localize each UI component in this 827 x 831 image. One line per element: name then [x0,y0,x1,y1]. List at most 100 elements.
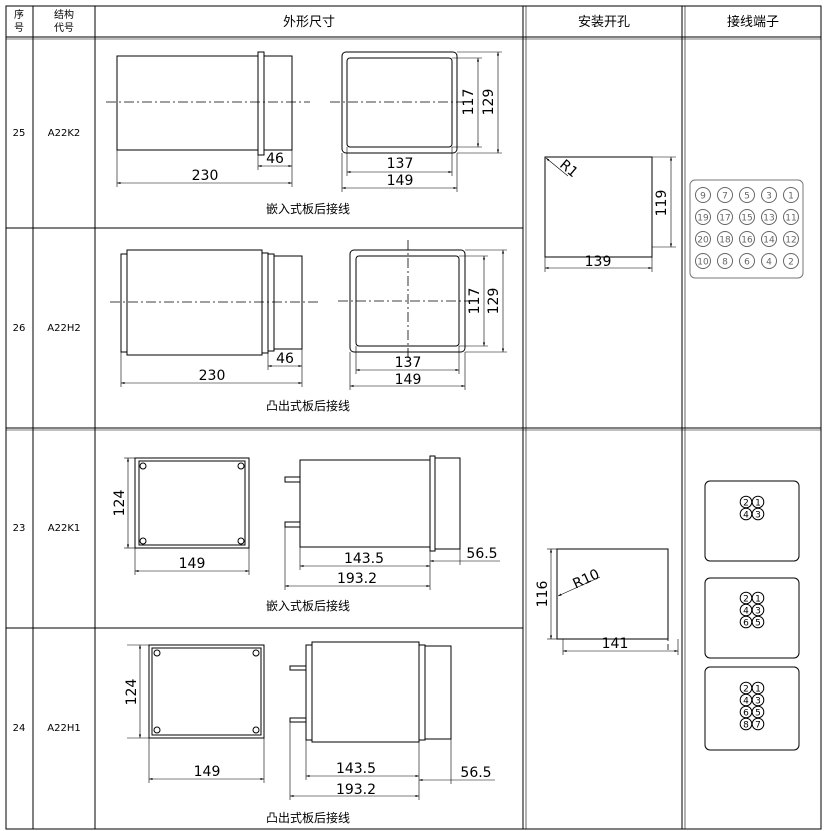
terminal-number: 4 [743,511,749,521]
row-code: A22K2 [48,128,81,139]
terminal-number: 2 [743,595,749,605]
dim-rear: 56.5 [460,765,491,781]
dim-inner-width: 137 [387,156,414,172]
terminal-number: 19 [697,214,709,224]
terminal-number: 3 [766,192,772,202]
terminal-block-small-a [704,480,800,562]
terminal-number: 1 [755,685,761,695]
terminal-number: 16 [741,236,753,246]
terminal-number: 12 [785,236,796,246]
terminal-number: 5 [744,192,750,202]
terminal-circle [739,253,755,269]
terminal-circle [695,187,711,203]
terminal-circle [783,209,799,225]
dim-inner-height: 117 [467,288,483,315]
terminal-number: 6 [743,619,749,629]
terminal-number: 6 [743,709,749,719]
cutout-height: 119 [654,190,670,217]
dim-width: 149 [179,556,206,572]
cutout-width: 139 [585,254,612,270]
caption-mounting-type: 嵌入式板后接线 [266,201,350,216]
terminal-block-small-b [704,577,800,659]
dim-height: 124 [112,490,128,517]
terminal-number: 7 [755,721,761,731]
cutout-labels-1: R1 119 139 [556,157,670,270]
dim-inner-width: 137 [395,355,422,371]
terminal-circle [695,253,711,269]
terminal-number: 1 [755,499,761,509]
terminal-number: 13 [763,214,774,224]
terminal-circle [783,231,799,247]
terminal-number: 20 [697,236,709,246]
header-seq-line1: 序 [14,8,24,21]
row-labels: 25 A22K2 26 A22H2 23 A22K1 24 A22H1 [13,128,81,734]
header-outline: 外形尺寸 [283,15,335,30]
dim-total-length: 193.2 [336,782,376,798]
terminal-number: 8 [722,258,728,268]
terminal-circle [751,717,765,731]
dimension-labels-a22h1: 124 149 143.5 193.2 56.5 凸出式板后接线 [124,679,492,825]
header-cutout: 安装开孔 [578,15,630,30]
header-seq-line2: 号 [14,22,24,34]
dimension-labels-a22k1: 124 149 143.5 193.2 56.5 嵌入式板后接线 [112,490,498,613]
terminal-circle [751,507,765,521]
terminal-number: 4 [766,258,772,268]
dim-width: 149 [194,764,221,780]
terminal-number: 4 [743,697,749,707]
outline-drawing-a22k1 [124,455,500,590]
terminal-circle [783,253,799,269]
header-terminals: 接线端子 [727,14,779,30]
table-grid [5,5,822,830]
header-code-line2: 代号 [54,22,74,34]
outline-drawing-a22h1 [127,641,495,800]
terminal-circle [717,209,733,225]
caption-mounting-type: 嵌入式板后接线 [266,598,350,613]
terminal-circle [739,187,755,203]
terminal-number: 8 [743,721,749,731]
dim-total-length: 230 [199,368,226,384]
dim-total-length: 193.2 [337,571,377,587]
terminal-circle [751,615,765,629]
terminal-number: 2 [743,499,749,509]
terminal-number: 5 [755,619,761,629]
terminal-number: 15 [741,214,752,224]
cutout-height: 116 [535,581,551,608]
dim-body-length: 143.5 [344,551,384,567]
table-header: 序 号 结构 代号 外形尺寸 安装开孔 接线端子 [14,8,779,34]
row-code: A22H1 [47,723,80,734]
terminal-circle [761,231,777,247]
row-seq: 23 [13,523,26,534]
dim-body-length: 143.5 [336,761,376,777]
cutout-drawing-2 [547,548,679,655]
terminal-circle [717,231,733,247]
caption-mounting-type: 凸出式板后接线 [266,398,350,413]
dim-flange: 46 [276,351,294,367]
dimension-labels-a22k2: 230 46 117 129 137 149 嵌入式板后接线 [192,89,497,216]
outline-drawing-a22k2 [106,51,502,192]
terminal-number: 6 [744,258,750,268]
row-code: A22H2 [47,323,80,334]
terminal-circle [717,187,733,203]
terminal-circle [739,209,755,225]
dim-outer-height: 129 [481,89,497,116]
terminal-circle [695,231,711,247]
row-seq: 24 [13,723,26,734]
caption-mounting-type: 凸出式板后接线 [266,810,350,825]
terminal-number: 3 [755,511,761,521]
dim-flange: 46 [266,151,284,167]
cutout-drawing-1 [544,156,676,272]
terminal-circle [761,187,777,203]
terminal-number: 10 [697,258,709,268]
terminal-number: 14 [763,236,775,246]
dim-height: 124 [124,679,140,706]
cutout-radius: R10 [570,566,602,592]
dim-inner-height: 117 [461,89,477,116]
terminal-circle [783,187,799,203]
terminal-number: 11 [785,214,796,224]
terminal-circle [739,231,755,247]
cutout-radius: R1 [556,157,581,181]
